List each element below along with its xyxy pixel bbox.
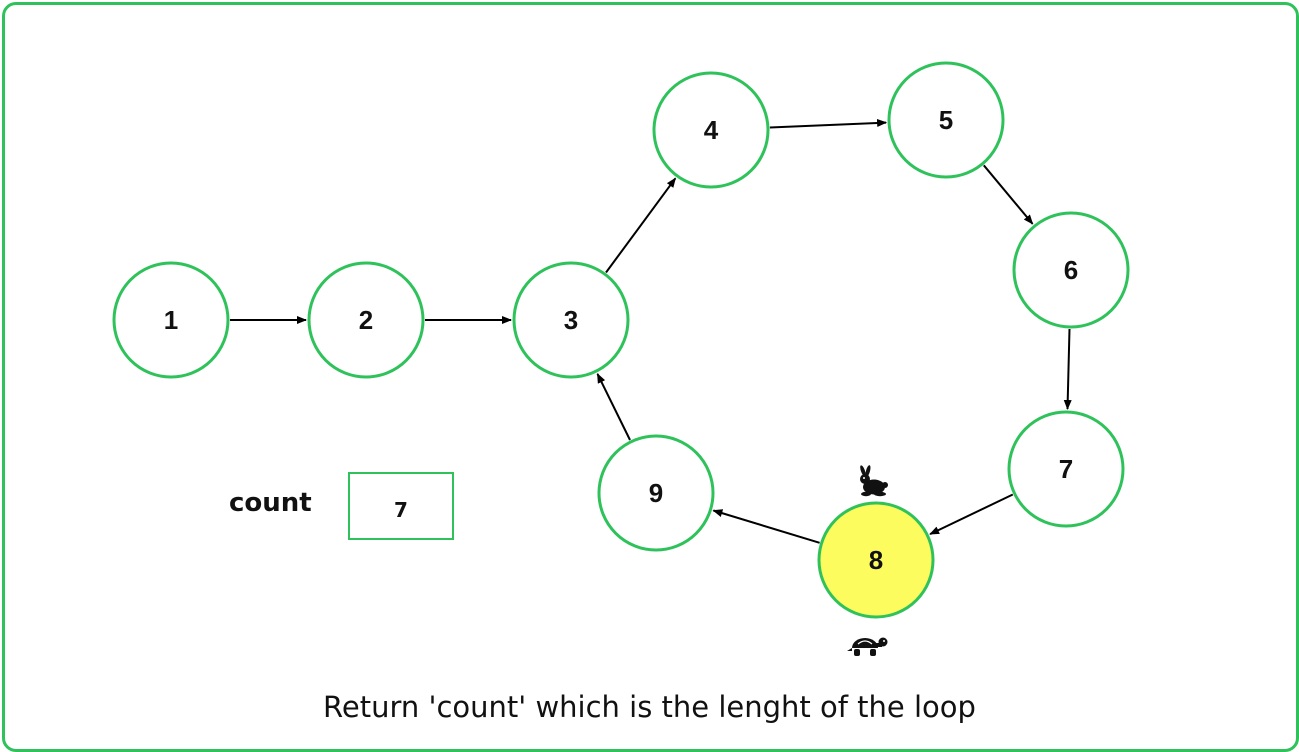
node-circle xyxy=(112,261,230,379)
node-4: 4 xyxy=(652,71,770,189)
node-3: 3 xyxy=(512,261,630,379)
arrow-4-to-5 xyxy=(769,118,888,129)
node-label: 5 xyxy=(939,105,953,135)
node-7: 7 xyxy=(1007,410,1125,528)
node-label: 4 xyxy=(704,115,719,145)
node-2: 2 xyxy=(307,261,425,379)
count-box: 7 xyxy=(348,472,454,540)
node-6: 6 xyxy=(1012,211,1130,329)
node-circle xyxy=(652,71,770,189)
node-circle xyxy=(512,261,630,379)
rabbit-icon xyxy=(860,465,888,497)
arrow-6-to-7 xyxy=(1063,328,1072,410)
node-9: 9 xyxy=(597,434,715,552)
node-circle xyxy=(597,434,715,552)
arrow-8-to-9 xyxy=(712,509,820,544)
arrow-5-to-6 xyxy=(983,164,1034,225)
turtle-icon xyxy=(847,637,888,656)
node-label: 7 xyxy=(1059,454,1073,484)
count-label: count xyxy=(229,488,312,518)
node-label: 6 xyxy=(1064,255,1078,285)
node-label: 2 xyxy=(359,305,373,335)
node-circle xyxy=(1007,410,1125,528)
node-circle xyxy=(887,61,1005,179)
node-5: 5 xyxy=(887,61,1005,179)
node-label: 1 xyxy=(164,305,178,335)
node-circle xyxy=(1012,211,1130,329)
node-label: 3 xyxy=(564,305,578,335)
node-circle xyxy=(817,501,935,619)
node-label: 9 xyxy=(649,478,663,508)
node-1: 1 xyxy=(112,261,230,379)
node-circle xyxy=(307,261,425,379)
node-8: 8 xyxy=(817,501,935,619)
arrow-9-to-3 xyxy=(596,373,631,441)
arrow-3-to-4 xyxy=(605,177,677,274)
caption: Return 'count' which is the lenght of th… xyxy=(323,690,976,724)
count-value: 7 xyxy=(394,498,408,522)
node-label: 8 xyxy=(869,545,883,575)
arrow-7-to-8 xyxy=(929,493,1014,536)
